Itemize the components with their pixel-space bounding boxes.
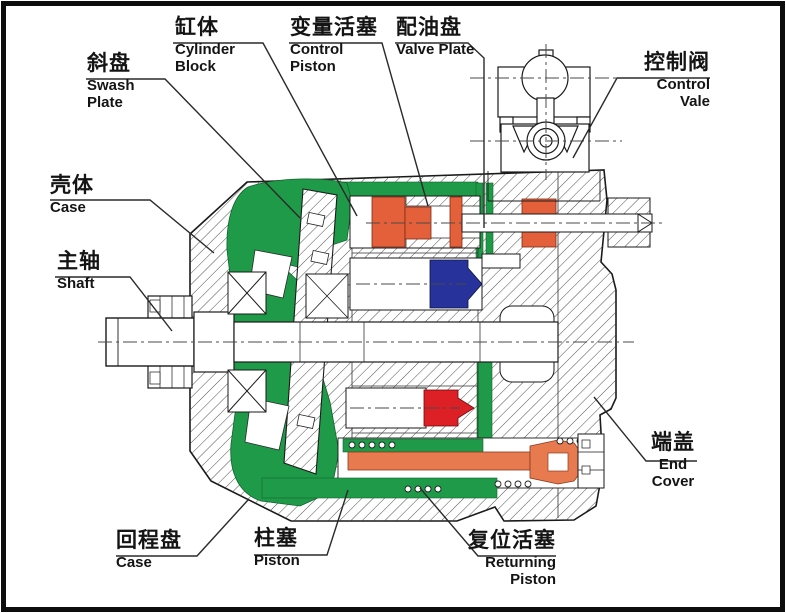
label-cylinder-block-cn: 缸体 xyxy=(175,16,219,39)
label-end-cover-cn: 端盖 xyxy=(651,431,695,454)
leader-swash-plate xyxy=(86,78,301,219)
label-shaft-en: Shaft xyxy=(57,275,95,292)
label-cylinder-block-en: Cylinder xyxy=(175,41,236,58)
returning-piston-part xyxy=(261,437,599,499)
end-cover-port xyxy=(577,433,605,489)
label-swash-plate-cn: 斜盘 xyxy=(87,52,131,75)
label-control-piston-en: Control xyxy=(290,41,344,58)
leader-control-piston xyxy=(289,42,429,207)
slipper-bearings xyxy=(296,211,330,430)
label-piston-en: Piston xyxy=(254,552,300,569)
shaft-bearings xyxy=(227,271,267,413)
label-end-cover-en: End xyxy=(658,456,688,473)
label-control-valve-cn: 控制阀 xyxy=(644,51,710,74)
leader-returning-piston xyxy=(419,487,556,557)
label-piston: 柱塞 Piston xyxy=(254,526,300,569)
leader-return-plate xyxy=(116,499,249,557)
leader-case xyxy=(50,199,215,254)
leader-valve-plate xyxy=(395,42,485,228)
label-case-en: Case xyxy=(50,199,86,216)
returning-piston-rod xyxy=(347,451,531,471)
label-swash-plate-en: Swash xyxy=(87,77,135,94)
label-case-cn: 壳体 xyxy=(50,174,94,197)
centerlines xyxy=(98,44,662,409)
spline-joint xyxy=(305,273,349,319)
label-return-plate: 回程盘 Case xyxy=(116,528,182,571)
leader-control-valve xyxy=(572,77,710,159)
label-shaft-cn: 主轴 xyxy=(57,250,101,273)
label-valve-plate-en: Valve Plate xyxy=(396,41,475,58)
label-swash-plate: 斜盘 Swash Plate xyxy=(87,52,135,111)
label-cylinder-block: 缸体 Cylinder Block xyxy=(175,16,236,75)
label-return-plate-en: Case xyxy=(116,554,152,571)
label-control-valve: 控制阀 Control Vale xyxy=(620,50,710,110)
label-valve-plate-cn: 配油盘 xyxy=(396,16,462,39)
label-case: 壳体 Case xyxy=(50,173,94,216)
label-shaft: 主轴 Shaft xyxy=(57,249,101,292)
label-returning-piston-en: Returning xyxy=(485,554,556,571)
leader-shaft xyxy=(55,276,173,332)
label-control-piston: 变量活塞 Control Piston xyxy=(290,16,378,75)
label-piston-cn: 柱塞 xyxy=(254,527,298,550)
label-returning-piston: 复位活塞 Returning Piston xyxy=(456,528,556,588)
retainer-band-lower xyxy=(261,477,498,499)
label-control-valve-en: Control xyxy=(656,76,710,93)
leader-end-cover xyxy=(593,396,697,462)
leader-piston xyxy=(254,489,349,556)
label-control-piston-cn: 变量活塞 xyxy=(290,16,378,39)
label-return-plate-cn: 回程盘 xyxy=(116,529,182,552)
label-returning-piston-cn: 复位活塞 xyxy=(468,529,556,552)
locating-pin xyxy=(481,253,521,269)
control-piston-part xyxy=(349,195,653,249)
leader-cylinder-block xyxy=(173,42,358,217)
label-end-cover: 端盖 End Cover xyxy=(640,430,706,490)
leader-lines xyxy=(50,42,710,557)
label-valve-plate: 配油盘 Valve Plate xyxy=(396,15,474,58)
